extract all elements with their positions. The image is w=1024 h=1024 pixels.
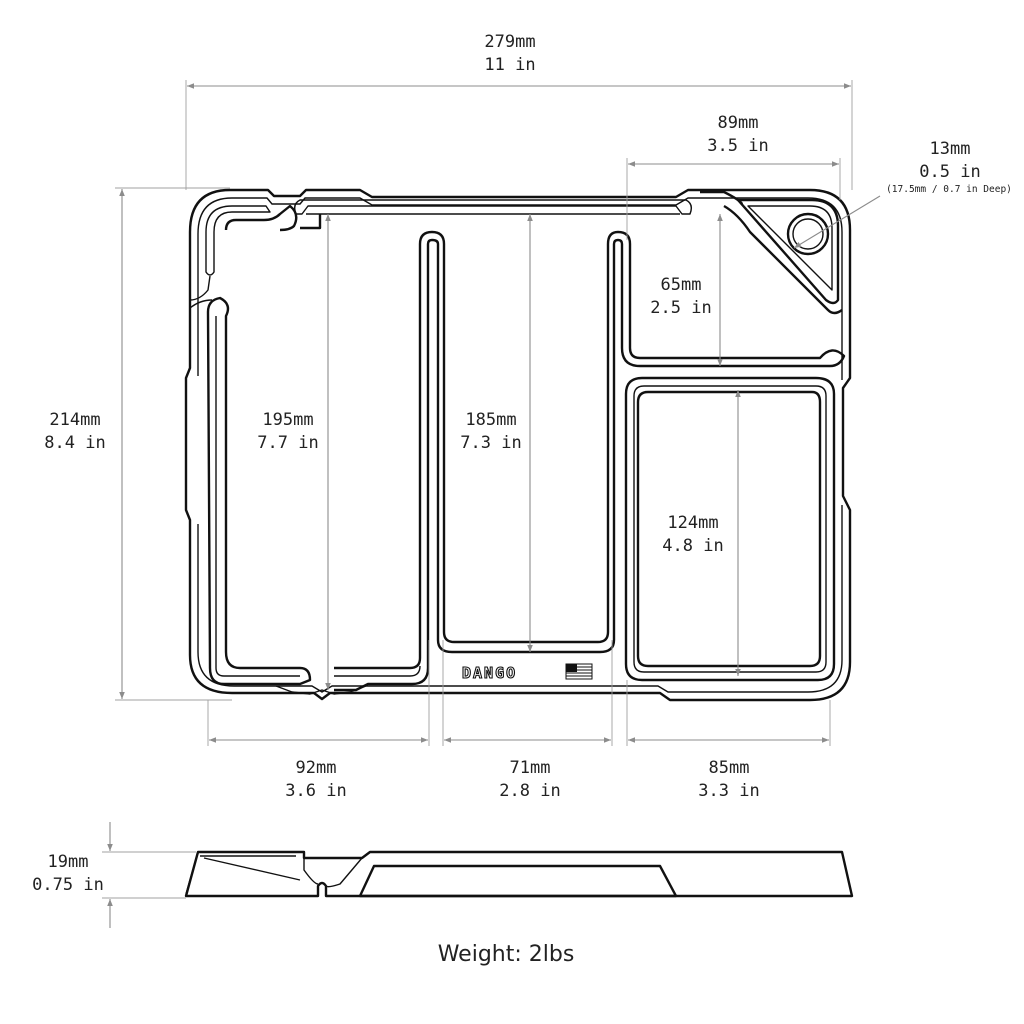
left-width-mm: 92mm (296, 758, 337, 778)
brand-logo: DANGO (462, 664, 517, 682)
tray-top-view: DANGO (184, 188, 852, 702)
middle-width-mm: 71mm (510, 758, 551, 778)
corner-width-mm: 89mm (718, 113, 759, 133)
us-flag-icon (565, 663, 593, 680)
left-length-in: 7.7 in (257, 433, 318, 453)
right-length-in: 4.8 in (662, 536, 723, 556)
corner-width-in: 3.5 in (707, 136, 768, 156)
overall-width-mm: 279mm (484, 32, 535, 52)
left-length-mm: 195mm (262, 410, 313, 430)
small-length-mm: 65mm (661, 275, 702, 295)
dimension-lines (102, 80, 881, 928)
right-length-mm: 124mm (667, 513, 718, 533)
left-width-in: 3.6 in (285, 781, 346, 801)
side-height-in: 0.75 in (32, 875, 104, 895)
overall-width-in: 11 in (484, 55, 535, 75)
middle-width-in: 2.8 in (499, 781, 560, 801)
right-width-in: 3.3 in (698, 781, 759, 801)
overall-height-in: 8.4 in (44, 433, 105, 453)
small-length-in: 2.5 in (650, 298, 711, 318)
hole-diameter-mm: 13mm (930, 139, 971, 159)
weight-label: Weight: 2lbs (438, 942, 575, 967)
dimension-labels: 279mm 11 in 89mm 3.5 in 13mm 0.5 in (17.… (32, 32, 1012, 967)
overall-height-mm: 214mm (49, 410, 100, 430)
hole-diameter-in: 0.5 in (919, 162, 980, 182)
side-height-mm: 19mm (48, 852, 89, 872)
hole-depth-note: (17.5mm / 0.7 in Deep) (886, 184, 1012, 195)
right-width-mm: 85mm (709, 758, 750, 778)
middle-length-in: 7.3 in (460, 433, 521, 453)
middle-length-mm: 185mm (465, 410, 516, 430)
tray-side-view (184, 850, 854, 898)
